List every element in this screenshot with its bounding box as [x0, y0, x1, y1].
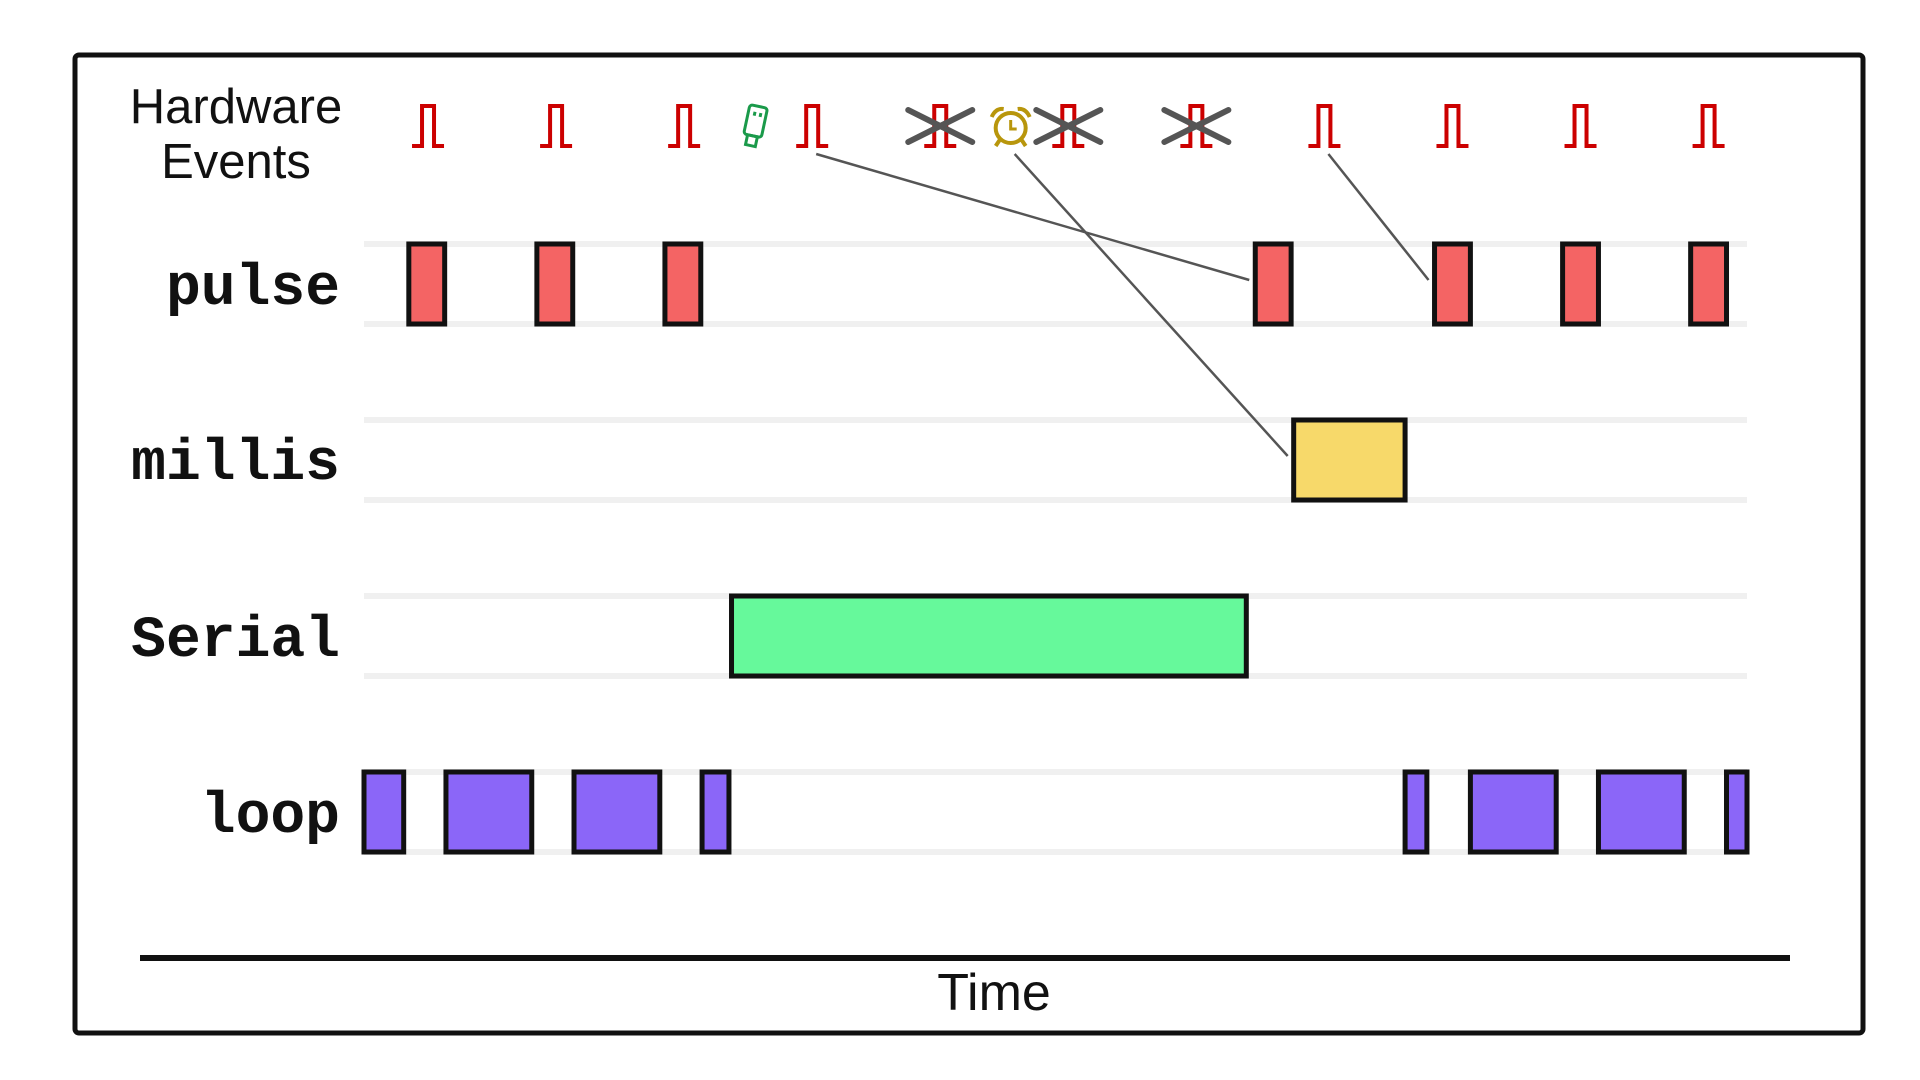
- pulse-block: [662, 241, 704, 327]
- loop-block: [443, 769, 535, 855]
- event-link-line: [1327, 153, 1430, 281]
- track-label-loop: loop: [201, 785, 340, 850]
- pulse-event-icon: [1564, 104, 1597, 148]
- pulse-event-icon: [1436, 104, 1469, 148]
- loop-block: [1595, 769, 1687, 855]
- track-label-millis: millis: [131, 432, 340, 497]
- pulse-block: [1560, 241, 1601, 327]
- hardware-events-label-line2: Events: [161, 135, 311, 189]
- pulse-event-icon: [1308, 104, 1341, 148]
- pulse-event-icon: [540, 104, 573, 148]
- loop-block: [1402, 769, 1430, 855]
- hardware-events-label-line1: Hardware: [130, 80, 342, 134]
- alarm-clock-icon: [989, 106, 1032, 148]
- loop-block: [361, 769, 407, 855]
- loop-block: [699, 769, 732, 855]
- pulse-event-icon: [412, 104, 445, 148]
- pulse-block: [1432, 241, 1473, 327]
- loop-block: [1467, 769, 1559, 855]
- pulse-event-icon: [1692, 104, 1725, 148]
- event-links: [815, 152, 1430, 457]
- pulse-event-icon: [668, 104, 701, 148]
- pulse-block: [406, 241, 448, 327]
- pulse-event-icon: [924, 104, 957, 148]
- hardware-event-row: [412, 103, 1725, 149]
- event-link-line: [815, 152, 1250, 282]
- millis-block: [1291, 417, 1408, 503]
- pulse-block: [1252, 241, 1294, 327]
- serial-block: [729, 593, 1249, 679]
- loop-block: [1724, 769, 1750, 855]
- loop-block: [571, 769, 663, 855]
- track-label-serial: Serial: [131, 609, 340, 674]
- dropped-cross-icon: [1161, 107, 1232, 145]
- pulse-block: [1688, 241, 1730, 327]
- pulse-event-icon: [1052, 104, 1085, 148]
- dropped-cross-icon: [905, 107, 976, 145]
- track-blocks: [361, 241, 1750, 855]
- track-label-pulse: pulse: [166, 257, 340, 322]
- time-axis-label: Time: [937, 964, 1051, 1022]
- pulse-event-icon: [1180, 104, 1213, 148]
- pulse-event-icon: [796, 104, 829, 148]
- usb-icon: [742, 103, 769, 149]
- diagram-frame: [72, 52, 1866, 1036]
- pulse-block: [534, 241, 576, 327]
- event-link-line: [1013, 153, 1289, 457]
- dropped-cross-icon: [1033, 107, 1104, 145]
